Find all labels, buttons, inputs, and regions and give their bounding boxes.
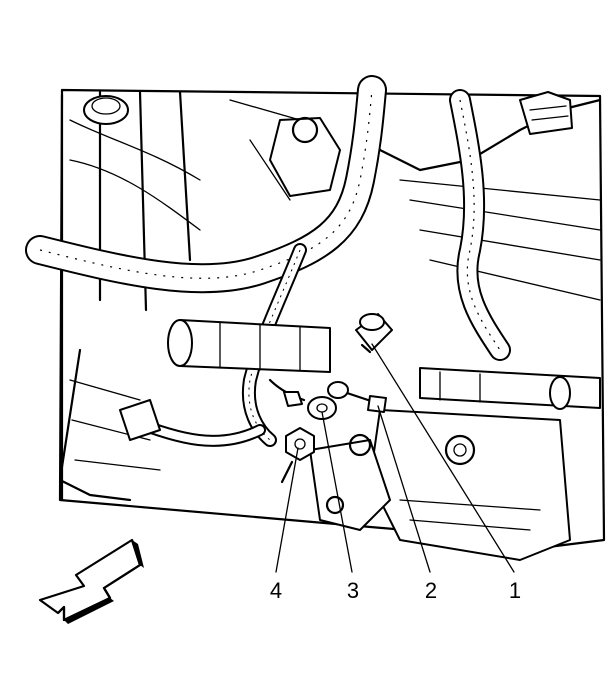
wiring-harness-right <box>449 89 511 361</box>
starter-motor <box>167 319 331 373</box>
front-direction-arrow-icon <box>38 538 144 624</box>
transmission-housing <box>369 409 571 561</box>
callout-label-2: 2 <box>425 578 437 603</box>
leader-line-3 <box>321 411 353 573</box>
leader-line-1 <box>371 343 515 573</box>
washer-item-3 <box>307 381 349 420</box>
bolt-item-2 <box>342 390 387 413</box>
callout-label-1: 1 <box>509 578 521 603</box>
left-connector <box>119 399 161 441</box>
filler-cap <box>83 95 129 125</box>
ground-terminal <box>268 378 306 407</box>
leader-line-2 <box>377 405 431 573</box>
nut-item-4 <box>280 427 315 484</box>
sensor-item-1 <box>355 313 393 354</box>
callout-label-3: 3 <box>347 578 359 603</box>
thermostat-housing <box>269 116 341 197</box>
callout-labels: 4 3 2 1 <box>270 578 521 603</box>
reservoir-cap <box>519 91 573 135</box>
leader-line-4 <box>275 447 299 573</box>
leader-lines <box>275 343 515 573</box>
mounting-bracket <box>309 433 391 531</box>
axle-shaft <box>419 367 601 410</box>
callout-label-4: 4 <box>270 578 282 603</box>
